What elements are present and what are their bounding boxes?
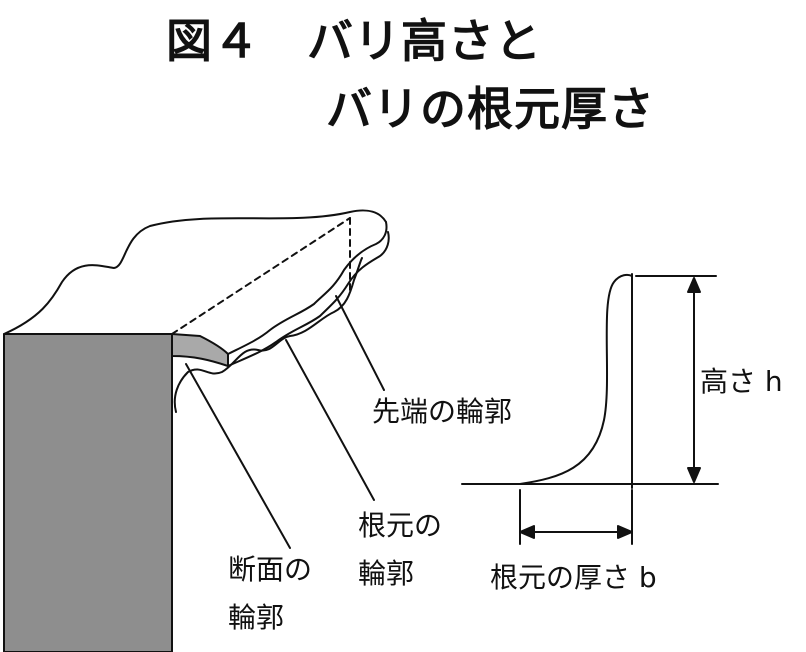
label-root-contour-line2: 輪郭 (358, 557, 415, 590)
hidden-edge-diagonal (171, 217, 351, 335)
label-tip-contour: 先端の輪郭 (372, 395, 513, 428)
label-height: 高さ h (700, 365, 783, 398)
label-section-contour-line2: 輪郭 (228, 601, 285, 634)
label-root-contour-line1: 根元の (358, 509, 443, 542)
label-root-thickness: 根元の厚さ b (490, 561, 657, 594)
leader-tip-contour (335, 295, 385, 391)
leader-section-contour (185, 363, 291, 549)
thickness-arrow-right (617, 525, 633, 539)
burr-profile-curve (519, 273, 633, 485)
burr-cross-section (171, 333, 229, 367)
root-contour-line (173, 257, 363, 413)
label-section-contour-line1: 断面の (228, 553, 313, 586)
workpiece-block (3, 333, 173, 652)
height-arrow-bottom (687, 467, 701, 483)
figure-title-line1: 図４ バリ高さと (166, 14, 542, 68)
workpiece-top-outline (3, 209, 387, 335)
tip-contour-inner (227, 231, 390, 367)
figure-title-line2: バリの根元厚さ (326, 82, 655, 136)
leader-root-contour (285, 339, 375, 501)
tip-contour-line (227, 221, 388, 355)
height-arrow-top (687, 277, 701, 293)
thickness-arrow-left (519, 525, 535, 539)
